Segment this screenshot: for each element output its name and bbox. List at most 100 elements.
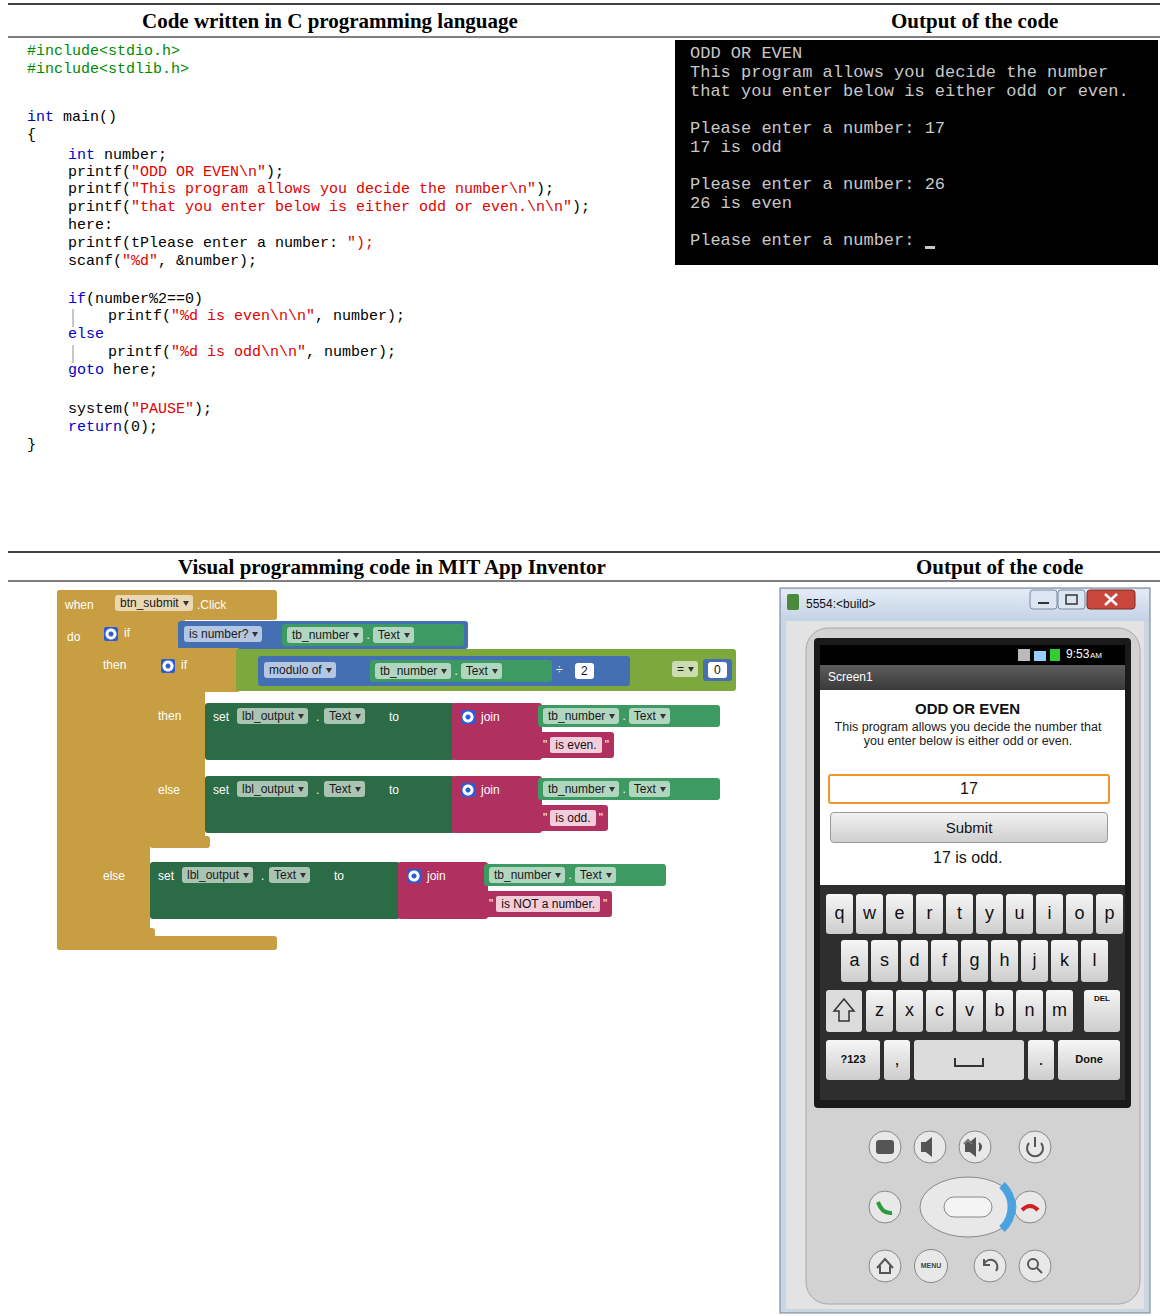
column-header: Output of the code (916, 555, 1083, 580)
column-header: Output of the code (891, 9, 1058, 34)
node-text: a (849, 950, 859, 972)
decor-shape (780, 588, 1150, 1313)
code-line: printf("%d is odd\n\n", number); (108, 344, 396, 361)
decor-shape (959, 1131, 991, 1163)
keyboard-key: a (841, 940, 868, 982)
code-line: here: (68, 217, 113, 234)
node-text: 26 is even (690, 194, 792, 213)
block-fill (150, 862, 400, 919)
decor-shape (877, 1259, 893, 1273)
decor-shape (974, 1250, 1006, 1282)
decor-shape (1002, 1185, 1012, 1229)
decor-shape (1027, 1137, 1043, 1156)
code-token: return (68, 419, 122, 436)
getter-block: tb_number.Text (370, 660, 552, 682)
node-text: " (605, 738, 609, 752)
code-line: printf("ODD OR EVEN\n"); (68, 164, 284, 181)
join-block: jointb_number.Text"is NOT a number." (398, 862, 668, 919)
join-block: jointb_number.Text"is odd." (452, 776, 722, 833)
node-text: w (863, 903, 876, 925)
code-token: #include (27, 61, 99, 78)
node-text: MENU (921, 1262, 942, 1270)
code-token: "that you enter below is either odd or e… (131, 199, 572, 216)
block-fill (205, 703, 455, 760)
node-text: join (481, 783, 500, 797)
number-block: 2 (570, 660, 620, 682)
getter-block: tb_number.Text (484, 864, 666, 886)
code-token: int (27, 109, 54, 126)
keyboard-key: s (871, 940, 898, 982)
node-text: v (965, 1000, 974, 1022)
keyboard-key: y (976, 894, 1003, 934)
code-line: #include<stdlib.h> (27, 61, 189, 78)
keyboard-key: m (1046, 990, 1073, 1032)
node-text: Please enter a number: (690, 231, 914, 250)
decor-shape (878, 1202, 892, 1213)
decor-shape (877, 1141, 893, 1153)
keyboard-key: b (986, 990, 1013, 1032)
decor-shape (820, 645, 1125, 1100)
node-text: ODD OR EVEN (690, 44, 802, 63)
decor-shape (787, 594, 799, 610)
text-box: 17 (828, 774, 1110, 804)
keyboard-key: c (926, 990, 953, 1032)
code-token: "This program allows you decide the numb… (131, 181, 536, 198)
keyboard-key: x (896, 990, 923, 1032)
decor-shape (1028, 1259, 1038, 1269)
compare-block: =modulo of÷tb_number.Text20 (236, 649, 736, 691)
status-clock: 9:53 (1066, 647, 1089, 661)
node-text: s (880, 950, 889, 972)
node-text: . (366, 628, 369, 642)
node-text: then (158, 709, 181, 723)
node-text: do (67, 630, 80, 644)
app-title: ODD OR EVEN (915, 700, 1020, 717)
hardware-icons (877, 1137, 1043, 1273)
decor-shape (1022, 1206, 1038, 1210)
node-text: , (894, 1049, 899, 1071)
node-text: . (454, 664, 457, 678)
keyboard-key: t (946, 894, 973, 934)
block-fill (95, 618, 150, 940)
decor-shape (1019, 1131, 1051, 1163)
node-text: lbl_output (182, 867, 253, 883)
node-text: DEL (1094, 994, 1110, 1004)
code-line: scanf("%d", &number); (68, 253, 257, 270)
node-text: u (1014, 903, 1024, 925)
node-text: if (124, 626, 130, 640)
keyboard-key: g (961, 940, 988, 982)
set-block: setlbl_output.Texttojointb_number.Text"i… (205, 703, 725, 760)
terminal-output: ODD OR EVENThis program allows you decid… (675, 40, 1158, 265)
keyboard-key: z (866, 990, 893, 1032)
node-text: 0 (708, 662, 727, 678)
node-text: . (316, 783, 319, 797)
node-text: lbl_output (237, 781, 308, 797)
node-text: o (1074, 903, 1084, 925)
set-block: setlbl_output.Texttojointb_number.Text"i… (205, 776, 725, 833)
keyboard-key: i (1036, 894, 1063, 934)
block-fill (150, 648, 205, 848)
code-line: system("PAUSE"); (68, 401, 212, 418)
block-fill (95, 928, 155, 940)
phone-body (806, 628, 1140, 1304)
code-token: <stdlib.h> (99, 61, 189, 78)
code-token: "%d is odd\n\n" (171, 344, 306, 361)
keyboard-key: q (826, 894, 853, 934)
node-text: lbl_output (237, 708, 308, 724)
keyboard-key: f (931, 940, 958, 982)
text-string-block: "is even." (538, 732, 614, 758)
decor-shape (914, 1040, 1024, 1080)
node-text: q (834, 903, 844, 925)
node-text: 17 (960, 779, 978, 798)
gear-icon (461, 710, 475, 724)
app-output: 17 is odd. (933, 849, 1002, 867)
node-text: modulo of (264, 662, 336, 678)
node-text: is even. (550, 737, 601, 753)
decor-shape (1058, 590, 1085, 609)
event-block: whenbtn_submit.Clickdoifthenelseis numbe… (57, 590, 737, 950)
keyboard-key: e (886, 894, 913, 934)
decor-shape (8, 3, 1160, 5)
keyboard-key: . (1028, 1040, 1054, 1080)
node-text: ÷ (556, 663, 563, 677)
code-token: "%d is even\n\n" (171, 308, 315, 325)
block-fill (452, 703, 542, 760)
